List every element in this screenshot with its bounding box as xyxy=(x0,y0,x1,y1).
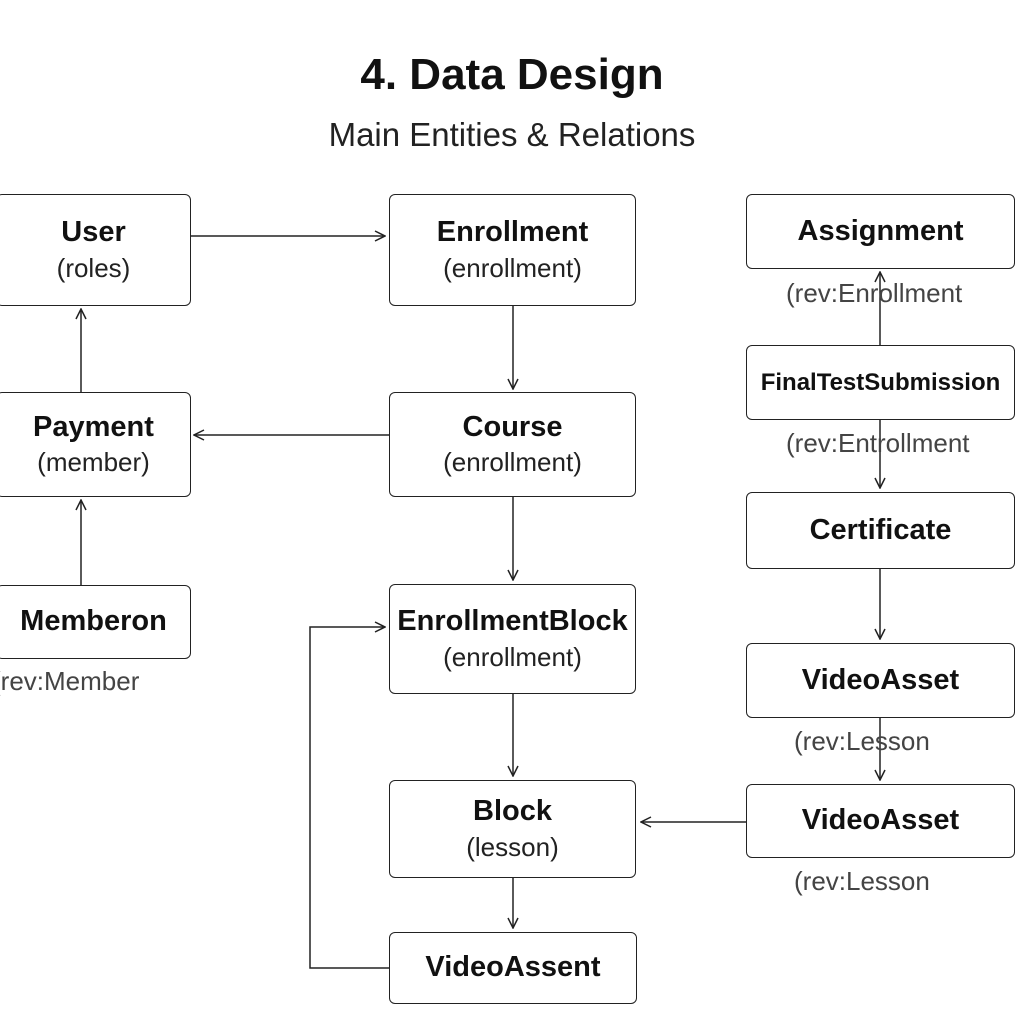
edge-videoassent-to-enrollmentblock xyxy=(309,627,389,969)
entity-detail: (roles) xyxy=(56,252,131,283)
entity-name: Assignment xyxy=(797,214,964,247)
entity-name: Certificate xyxy=(809,513,952,546)
entity-course: Course (enrollment) xyxy=(389,392,636,497)
entity-name: VideoAsset xyxy=(801,804,960,837)
entity-name: Course xyxy=(462,410,563,443)
entity-enrollment: Enrollment (enrollment) xyxy=(389,194,636,306)
entity-detail: (lesson) xyxy=(466,831,559,862)
entity-detail: (member) xyxy=(37,447,150,478)
entity-final-test-submission: FinalTestSubmission xyxy=(746,345,1015,420)
entity-memberon: Memberon xyxy=(0,585,191,659)
entity-name: VideoAsset xyxy=(801,663,960,696)
entity-detail: (enrollment) xyxy=(443,447,582,478)
entity-certificate: Certificate xyxy=(746,492,1015,569)
rev-note-enrollment-2: (rev:Entrollment xyxy=(786,428,970,458)
entity-payment: Payment (member) xyxy=(0,392,191,497)
page-subtitle: Main Entities & Relations xyxy=(328,116,696,153)
entity-assignment: Assignment xyxy=(746,194,1015,269)
entity-detail: (enrollment) xyxy=(443,641,582,672)
rev-note-lesson-2: (rev:Lesson xyxy=(794,866,930,896)
entity-block: Block (lesson) xyxy=(389,780,636,878)
entity-name: FinalTestSubmission xyxy=(760,368,1001,396)
entity-name: User xyxy=(61,216,126,249)
entity-enrollment-block: EnrollmentBlock (enrollment) xyxy=(389,584,636,694)
entity-name: VideoAssent xyxy=(425,951,601,984)
entity-name: Block xyxy=(473,795,552,828)
entity-video-asset-2: VideoAsset xyxy=(746,784,1015,858)
entity-name: Memberon xyxy=(20,605,167,638)
rev-note-enrollment-1: (rev:Enrollment xyxy=(786,278,963,308)
rev-note-member: (rev:Member xyxy=(0,666,140,696)
entity-name: Enrollment xyxy=(436,216,589,249)
entity-video-asset-1: VideoAsset xyxy=(746,643,1015,718)
page-title: 4. Data Design xyxy=(360,50,664,99)
entity-name: Payment xyxy=(33,410,154,443)
entity-user: User (roles) xyxy=(0,194,191,306)
entity-detail: (enrollment) xyxy=(443,252,582,283)
rev-note-lesson-1: (rev:Lesson xyxy=(794,726,930,756)
entity-name: EnrollmentBlock xyxy=(397,605,628,638)
entity-video-assent: VideoAssent xyxy=(389,932,637,1004)
